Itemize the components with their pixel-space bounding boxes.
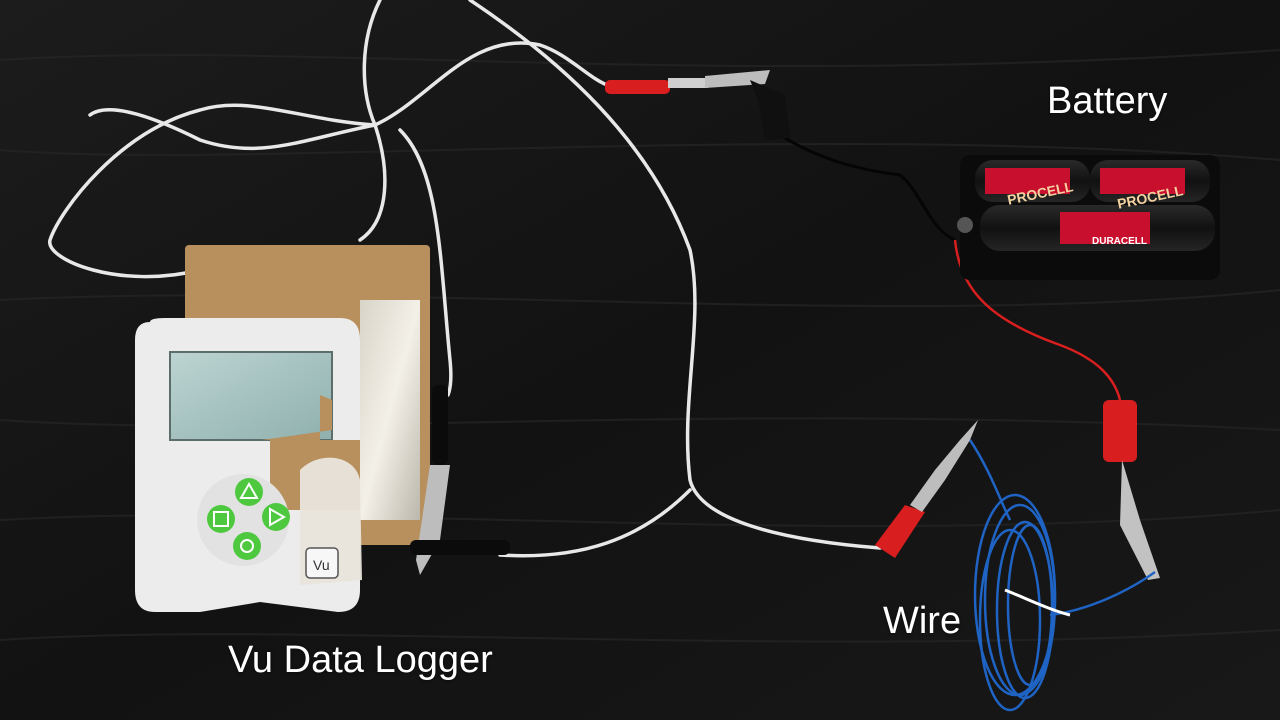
- caption-battery: Battery: [1047, 80, 1168, 122]
- top-alligator-clip: [605, 70, 790, 140]
- white-lead-wires: [48, 0, 882, 558]
- down-button[interactable]: [233, 532, 261, 560]
- logger-black-clip: [410, 385, 510, 575]
- left-button[interactable]: [207, 505, 235, 533]
- caption-vu-data-logger: Vu Data Logger: [228, 639, 493, 681]
- vu-logo: Vu: [313, 557, 330, 573]
- middle-alligator-clip: [875, 420, 978, 558]
- battery-pack: [957, 155, 1220, 280]
- vu-logo-badge: [305, 547, 339, 579]
- blue-coil-tie: [1004, 588, 1071, 617]
- right-alligator-clip: [1103, 400, 1160, 580]
- logger-screen: [169, 351, 333, 441]
- blue-wire-coil: [968, 439, 1156, 712]
- battery-brand-bottom: DURACELL: [1092, 236, 1147, 247]
- black-battery-wire: [779, 133, 956, 242]
- caption-wire: Wire: [883, 600, 962, 642]
- vu-data-logger: Vu: [135, 245, 430, 612]
